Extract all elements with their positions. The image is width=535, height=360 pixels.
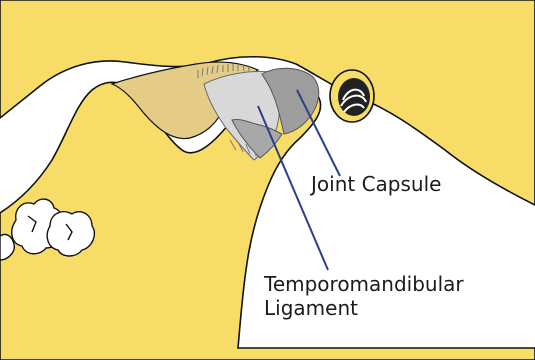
joint-capsule-label: Joint Capsule: [311, 172, 441, 196]
temporomandibular-ligament-label: Temporomandibular Ligament: [264, 272, 464, 320]
ear-canal-icon: [330, 70, 374, 122]
tm-ligament-label-line1: Temporomandibular: [264, 272, 464, 296]
tm-ligament-label-line2: Ligament: [264, 296, 464, 320]
